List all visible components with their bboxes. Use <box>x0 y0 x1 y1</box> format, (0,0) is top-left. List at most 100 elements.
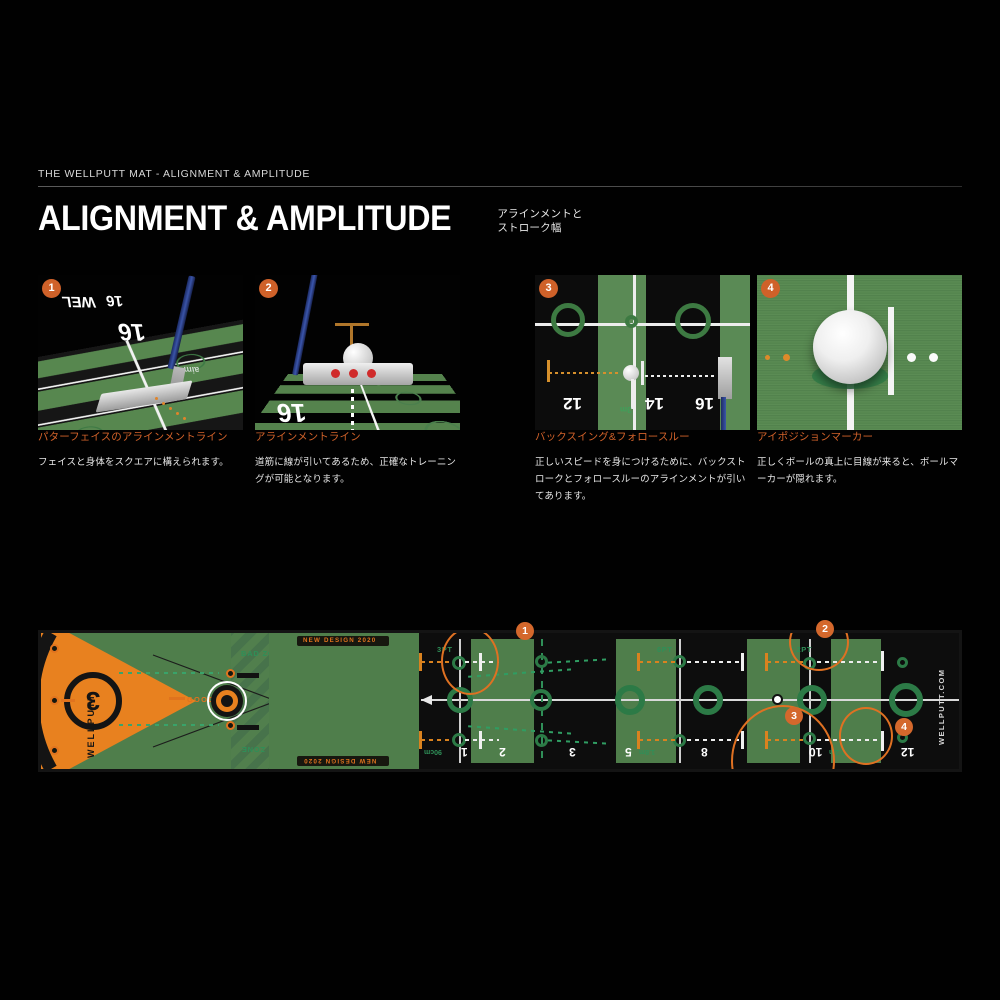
mat-center-aim-line <box>421 699 959 701</box>
mat-callout-badge-2[interactable]: 2 <box>816 620 834 638</box>
mat-bad-zone-label-top: BAD ZONE <box>241 649 287 658</box>
thumb2-putter-head <box>303 363 413 385</box>
feature-card-4[interactable]: 4 アイポジションマーカー 正しくボールの真上に目線が来ると、ボールマーカーが隠… <box>757 275 962 488</box>
feature-image-3: 12 14 16 3m 3 <box>535 275 750 430</box>
breadcrumb: THE WELLPUTT MAT - ALIGNMENT & AMPLITUDE <box>38 168 311 180</box>
mat-amp-white-8-bottom <box>687 739 743 741</box>
mat-marker-lower <box>226 721 235 730</box>
mat-distance-90cm: 90cm <box>424 748 442 755</box>
mat-ring-3 <box>615 685 645 715</box>
feature-title-2: アラインメントライン <box>255 431 361 443</box>
mat-station-line-8 <box>679 639 681 763</box>
thumb3-label-16: 16 <box>695 394 714 413</box>
feature-title-1: パターフェイスのアラインメントライン <box>38 431 228 443</box>
thumb3-orange-backswing-line <box>549 372 621 374</box>
mat-amp-tick-10-top <box>765 653 768 671</box>
mat-callout-circle-4 <box>839 707 893 765</box>
mat-amp-tick-8-top <box>637 653 640 671</box>
thumb2-label-16: 16 <box>274 398 309 428</box>
thumb2-orange-stem <box>350 323 353 345</box>
mat-website-label: WELLPUTT.COM <box>937 668 946 745</box>
mat-amp-orange-8-bottom <box>639 739 677 741</box>
mat-good-zone-tick <box>169 697 185 700</box>
mat-center-runway <box>269 633 419 769</box>
thumb3-putter-shaft <box>721 397 726 430</box>
feature-card-1[interactable]: WEL 16 16 aim 1 パターフェイスのアラインメントライン フェイスと… <box>38 275 243 471</box>
mat-amp-white-12-top <box>817 661 883 663</box>
feature-body-1: フェイスと身体をスクエアに構えられます。 <box>38 457 229 468</box>
mat-station-number-1: 1 <box>461 745 468 759</box>
feature-image-1: WEL 16 16 aim 1 <box>38 275 243 430</box>
mat-ring-12 <box>889 683 923 717</box>
mat-marker-upper <box>226 669 235 678</box>
thumb3-label-14: 14 <box>645 394 664 413</box>
mat-small-ring-1-bottom <box>452 733 466 747</box>
mat-aim-arrow <box>421 695 432 705</box>
page-title-main: ALIGNMENT & AMPLITUDE <box>38 199 452 238</box>
page-title-subtitle-jp: アラインメントと ストローク幅 <box>497 208 583 234</box>
mat-dash-upper-left <box>119 672 219 674</box>
mat-small-ring-3-bottom <box>535 734 548 747</box>
photo-backswing-followthrough: 12 14 16 3m <box>535 275 750 430</box>
feature-badge-2: 2 <box>259 279 278 298</box>
mat-small-ring-12-top <box>897 657 908 668</box>
header-divider <box>38 186 962 187</box>
mat-amp-whitetick-12-top <box>881 651 884 671</box>
thumb1-label-aim: aim <box>183 364 201 376</box>
mat-hole-target <box>207 681 247 721</box>
mat-callout-badge-1[interactable]: 1 <box>516 622 534 640</box>
feature-badge-4: 4 <box>761 279 780 298</box>
feature-card-3[interactable]: 12 14 16 3m 3 バックスイング&フォロースルー 正しいスピードを身に… <box>535 275 750 505</box>
thumb4-golf-ball <box>813 310 887 384</box>
mat-new-design-top: NEW DESIGN 2020 <box>303 637 377 644</box>
mat-new-design-bottom: NEW DESIGN 2020 <box>303 757 377 764</box>
mat-amp-whitetick-1-bottom <box>479 731 482 749</box>
wellputt-mat-diagram: 3 WELLPUTT GOOD ZONE BAD ZONE BAD ZONE <box>38 630 962 772</box>
thumb3-label-12: 12 <box>563 394 582 413</box>
photo-eye-position-marker <box>757 275 962 430</box>
feature-body-3: 正しいスピードを身につけるために、バックストロークとフォロースルーのアラインメン… <box>535 457 746 502</box>
feature-card-2[interactable]: 16 2 アラインメントライン 道筋に線が引いてあるため、正確なトレーニングが可… <box>255 275 460 488</box>
mat-ball-position <box>772 694 783 705</box>
mat-amp-tick-1-top <box>419 653 422 671</box>
mat-station-number-2: 2 <box>499 745 506 759</box>
thumb3-label-3m: 3m <box>620 405 632 414</box>
feature-title-4: アイポジションマーカー <box>757 431 874 443</box>
photo-alignment-line: 16 <box>255 275 460 430</box>
photo-putter-face-alignment: WEL 16 16 aim <box>38 275 243 430</box>
mat-amp-tick-8-bottom <box>637 731 640 749</box>
mat-pt-label-6pt: 6PT <box>657 645 673 654</box>
thumb1-label-16a: 16 <box>104 291 125 310</box>
mat-callout-badge-4[interactable]: 4 <box>895 718 913 736</box>
mat-banner-top <box>297 636 389 646</box>
mat-amp-white-8-top <box>687 661 743 663</box>
mat-dash-lower-left <box>119 724 219 726</box>
mat-distance-18m: 1.8m <box>639 748 655 755</box>
mat-corner-marker-bl <box>50 746 59 755</box>
mat-amp-orange-1-bottom <box>421 739 453 741</box>
svg-text:3: 3 <box>86 686 100 716</box>
thumb2-dotted-vertical <box>351 373 354 430</box>
mat-amp-orange-8-top <box>639 661 677 663</box>
mat-callout-circle-1 <box>441 633 499 695</box>
mat-arrow-upper <box>237 673 259 678</box>
mat-amp-whitetick-8-top <box>741 653 744 671</box>
mat-ring-5 <box>693 685 723 715</box>
mat-station-number-12: 12 <box>901 745 915 759</box>
feature-image-2: 16 2 <box>255 275 460 430</box>
mat-corner-marker-ml <box>50 696 59 705</box>
feature-badge-3: 3 <box>539 279 558 298</box>
mat-amp-orange-1-top <box>421 661 453 663</box>
thumb3-orange-tick <box>547 360 550 382</box>
feature-body-2: 道筋に線が引いてあるため、正確なトレーニングが可能となります。 <box>255 457 457 485</box>
mat-callout-badge-3[interactable]: 3 <box>785 707 803 725</box>
feature-title-3: バックスイング&フォロースルー <box>535 431 690 443</box>
mat-left-tick-mid <box>61 699 75 702</box>
page-title: ALIGNMENT & AMPLITUDE アラインメントと ストローク幅 <box>38 200 583 238</box>
thumb1-label-16b: 16 <box>115 317 148 346</box>
mat-amp-white-1-bottom <box>465 739 499 741</box>
mat-banner-bottom <box>297 756 389 766</box>
feature-badge-1: 1 <box>42 279 61 298</box>
mat-ring-2 <box>530 689 552 711</box>
